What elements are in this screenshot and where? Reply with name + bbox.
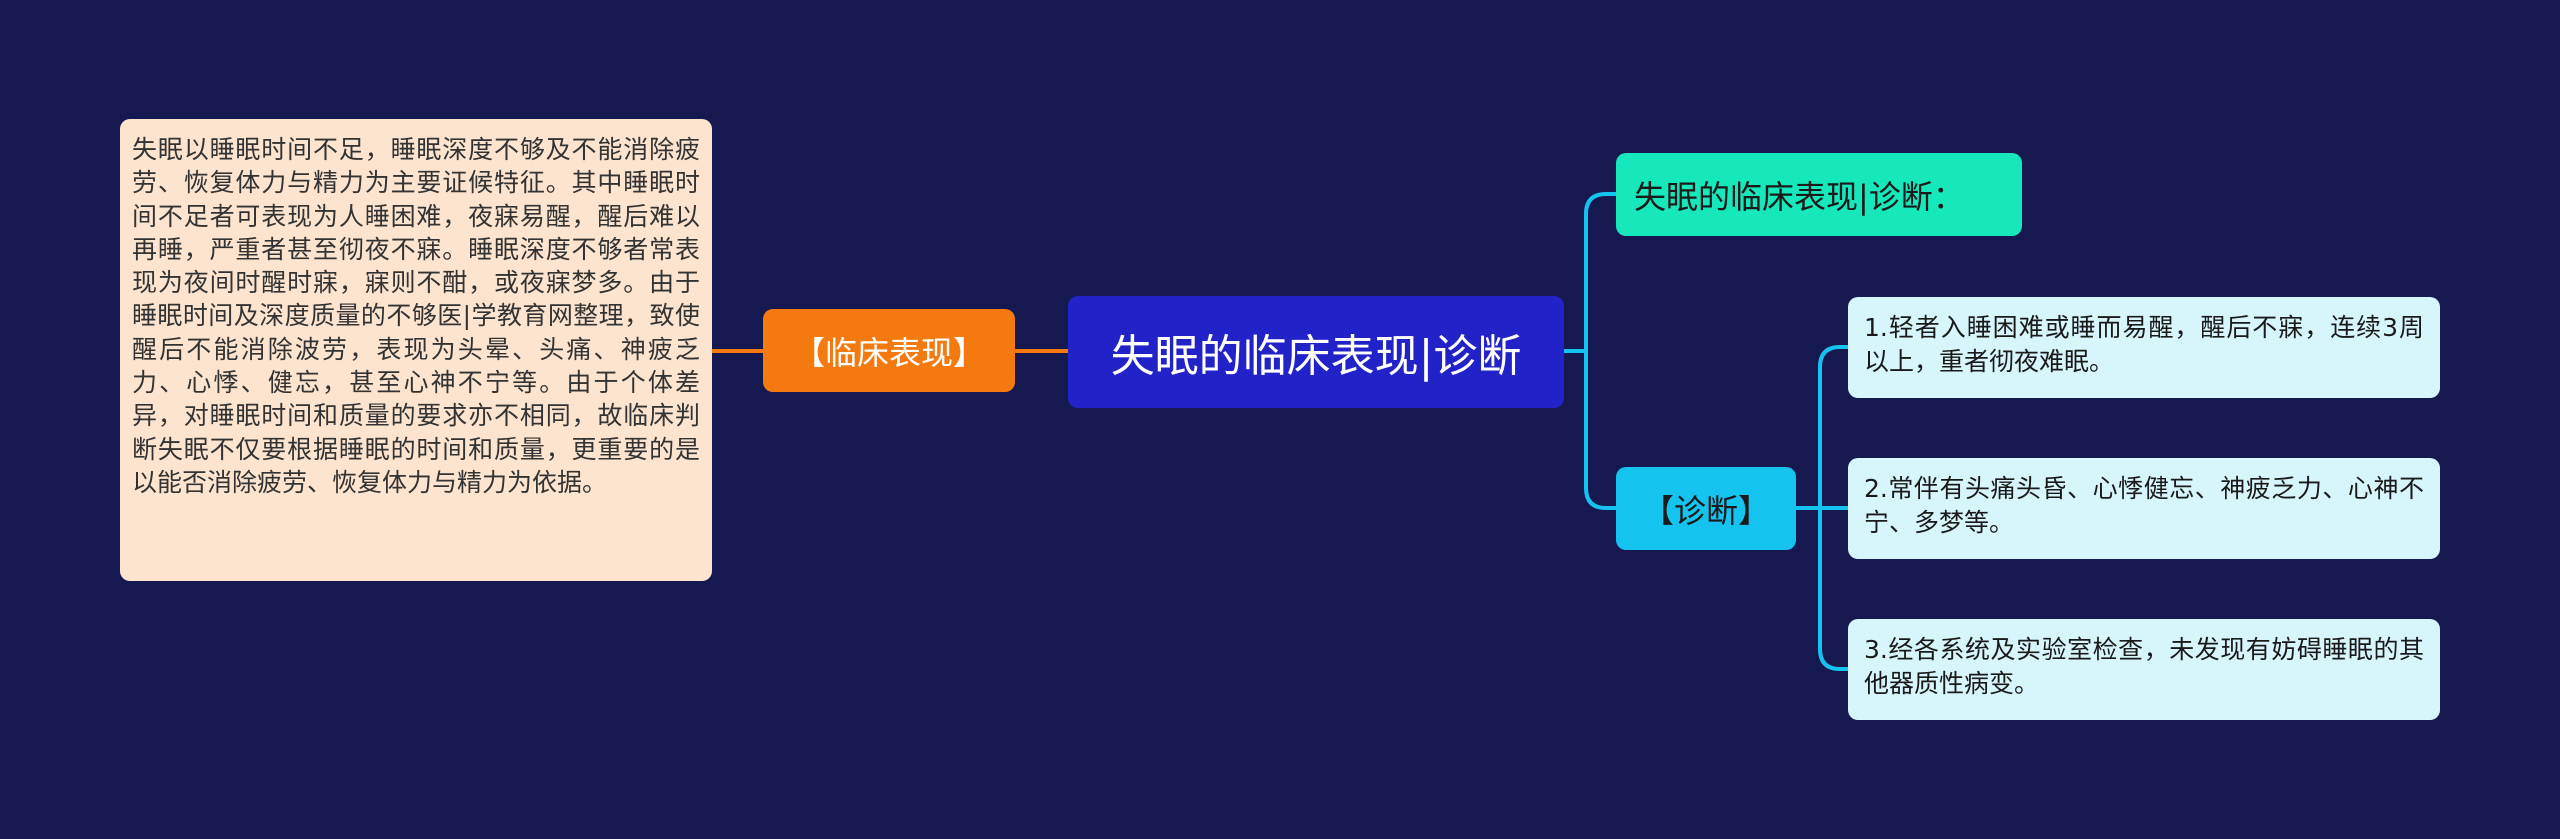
diagnosis-item-1[interactable]: 1.轻者入睡困难或睡而易醒，醒后不寐，连续3周以上，重者彻夜难眠。 [1848, 297, 2440, 398]
diagnosis-item-2-text: 2.常伴有头痛头昏、心悸健忘、神疲乏力、心神不宁、多梦等。 [1864, 474, 2424, 537]
clinical-manifestation-label: 【临床表现】 [792, 333, 985, 372]
root-label: 失眠的临床表现|诊断 [1110, 331, 1522, 382]
root-node[interactable]: 失眠的临床表现|诊断 [1068, 296, 1564, 408]
diagnosis-item-1-text: 1.轻者入睡困难或睡而易醒，醒后不寐，连续3周以上，重者彻夜难眠。 [1864, 313, 2424, 376]
clinical-manifestation-node[interactable]: 【临床表现】 [763, 309, 1015, 392]
clinical-manifestation-detail-node[interactable]: 失眠以睡眠时间不足，睡眠深度不够及不能消除疲劳、恢复体力与精力为主要证候特征。其… [120, 119, 712, 581]
diagnosis-item-3-text: 3.经各系统及实验室检查，未发现有妨碍睡眠的其他器质性病变。 [1864, 635, 2424, 698]
clinical-manifestation-detail-text: 失眠以睡眠时间不足，睡眠深度不够及不能消除疲劳、恢复体力与精力为主要证候特征。其… [132, 135, 700, 497]
diagnosis-node[interactable]: 【诊断】 [1616, 467, 1796, 550]
diagnosis-label: 【诊断】 [1641, 491, 1770, 530]
topic-heading-node[interactable]: 失眠的临床表现|诊断： [1616, 153, 2022, 236]
connector-diagnosis-to-items [1796, 345, 1848, 671]
topic-heading-label: 失眠的临床表现|诊断： [1634, 177, 1965, 216]
connector-root-to-right [1564, 192, 1616, 510]
diagnosis-item-3[interactable]: 3.经各系统及实验室检查，未发现有妨碍睡眠的其他器质性病变。 [1848, 619, 2440, 720]
diagnosis-item-2[interactable]: 2.常伴有头痛头昏、心悸健忘、神疲乏力、心神不宁、多梦等。 [1848, 458, 2440, 559]
